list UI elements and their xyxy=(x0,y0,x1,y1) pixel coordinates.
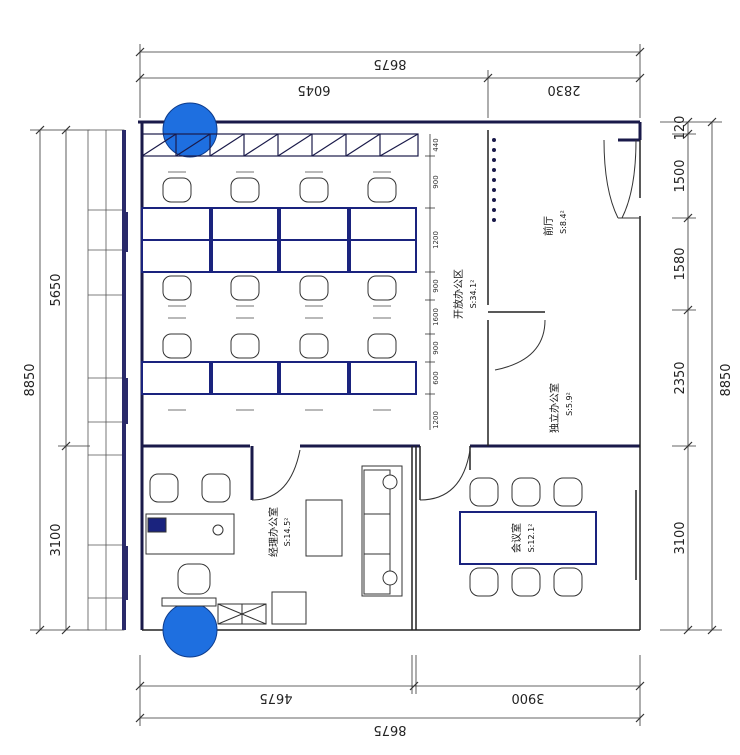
dim-right-seg-5: 3100 xyxy=(673,521,688,554)
desk-group-upper xyxy=(141,207,417,273)
room-area-reception: S:8.4² xyxy=(559,210,568,234)
room-name-open-office: 开放办公区 xyxy=(452,269,465,319)
column-top xyxy=(162,102,218,158)
plant-partition xyxy=(492,138,496,222)
dimension-ticks xyxy=(35,47,717,723)
room-manager-office: 经理办公室 S:14.5² xyxy=(267,507,292,557)
inner-dim-6: 900 xyxy=(432,341,440,354)
inner-dim-line xyxy=(425,134,435,430)
room-area-private-office: S:5.9² xyxy=(565,392,574,416)
window-frames xyxy=(122,130,128,630)
doors xyxy=(251,139,640,501)
inner-dim-5: 1600 xyxy=(432,308,440,326)
room-reception: 前厅 S:8.4² xyxy=(542,210,568,236)
office-chairs xyxy=(162,177,397,359)
room-area-manager-office: S:14.5² xyxy=(283,518,292,547)
inner-dim-3: 1200 xyxy=(432,231,440,249)
dim-right-seg-1: 120 xyxy=(673,116,688,141)
facade-strip xyxy=(87,129,125,631)
dimension-lines xyxy=(30,44,722,726)
room-area-open-office: S:34.1² xyxy=(469,280,478,309)
room-name-manager-office: 经理办公室 xyxy=(267,507,280,557)
dim-left-upper: 5650 xyxy=(49,273,64,306)
room-private-office: 独立办公室 S:5.9² xyxy=(548,383,574,433)
inner-dim-1: 440 xyxy=(432,138,440,151)
desk-group-lower xyxy=(141,361,417,395)
room-meeting-room: 会议室 S:12.1² xyxy=(510,523,536,553)
dim-bottom-right: 3900 xyxy=(511,690,544,705)
dim-left-total: 8850 xyxy=(23,363,38,396)
column-bottom xyxy=(162,602,218,658)
inner-dim-8: 1200 xyxy=(432,411,440,429)
inner-dim-7: 600 xyxy=(432,371,440,384)
dim-right-seg-3: 1580 xyxy=(673,247,688,280)
dim-right-total: 8850 xyxy=(719,363,734,396)
dim-bottom-left: 4675 xyxy=(259,690,292,705)
dim-right-seg-4: 2350 xyxy=(673,361,688,394)
chair-wheel-marks xyxy=(168,171,391,411)
room-name-private-office: 独立办公室 xyxy=(548,383,561,433)
thin-walls xyxy=(142,130,641,631)
inner-dim-2: 900 xyxy=(432,175,440,188)
dim-left-lower: 3100 xyxy=(49,523,64,556)
room-name-meeting-room: 会议室 xyxy=(510,523,523,553)
meeting-room-furniture xyxy=(459,477,597,597)
dim-right-seg-2: 1500 xyxy=(673,159,688,192)
storage-cabinets xyxy=(141,133,419,157)
manager-office-furniture xyxy=(145,465,403,625)
dim-top-right: 2830 xyxy=(547,82,580,97)
inner-dim-4: 900 xyxy=(432,279,440,292)
dim-bottom-total: 8675 xyxy=(373,722,406,737)
dim-top-total: 8675 xyxy=(373,56,406,71)
dim-top-left: 6045 xyxy=(297,82,330,97)
room-open-office: 开放办公区 S:34.1² xyxy=(452,269,478,319)
room-name-reception: 前厅 xyxy=(542,216,555,236)
room-area-meeting-room: S:12.1² xyxy=(527,524,536,553)
